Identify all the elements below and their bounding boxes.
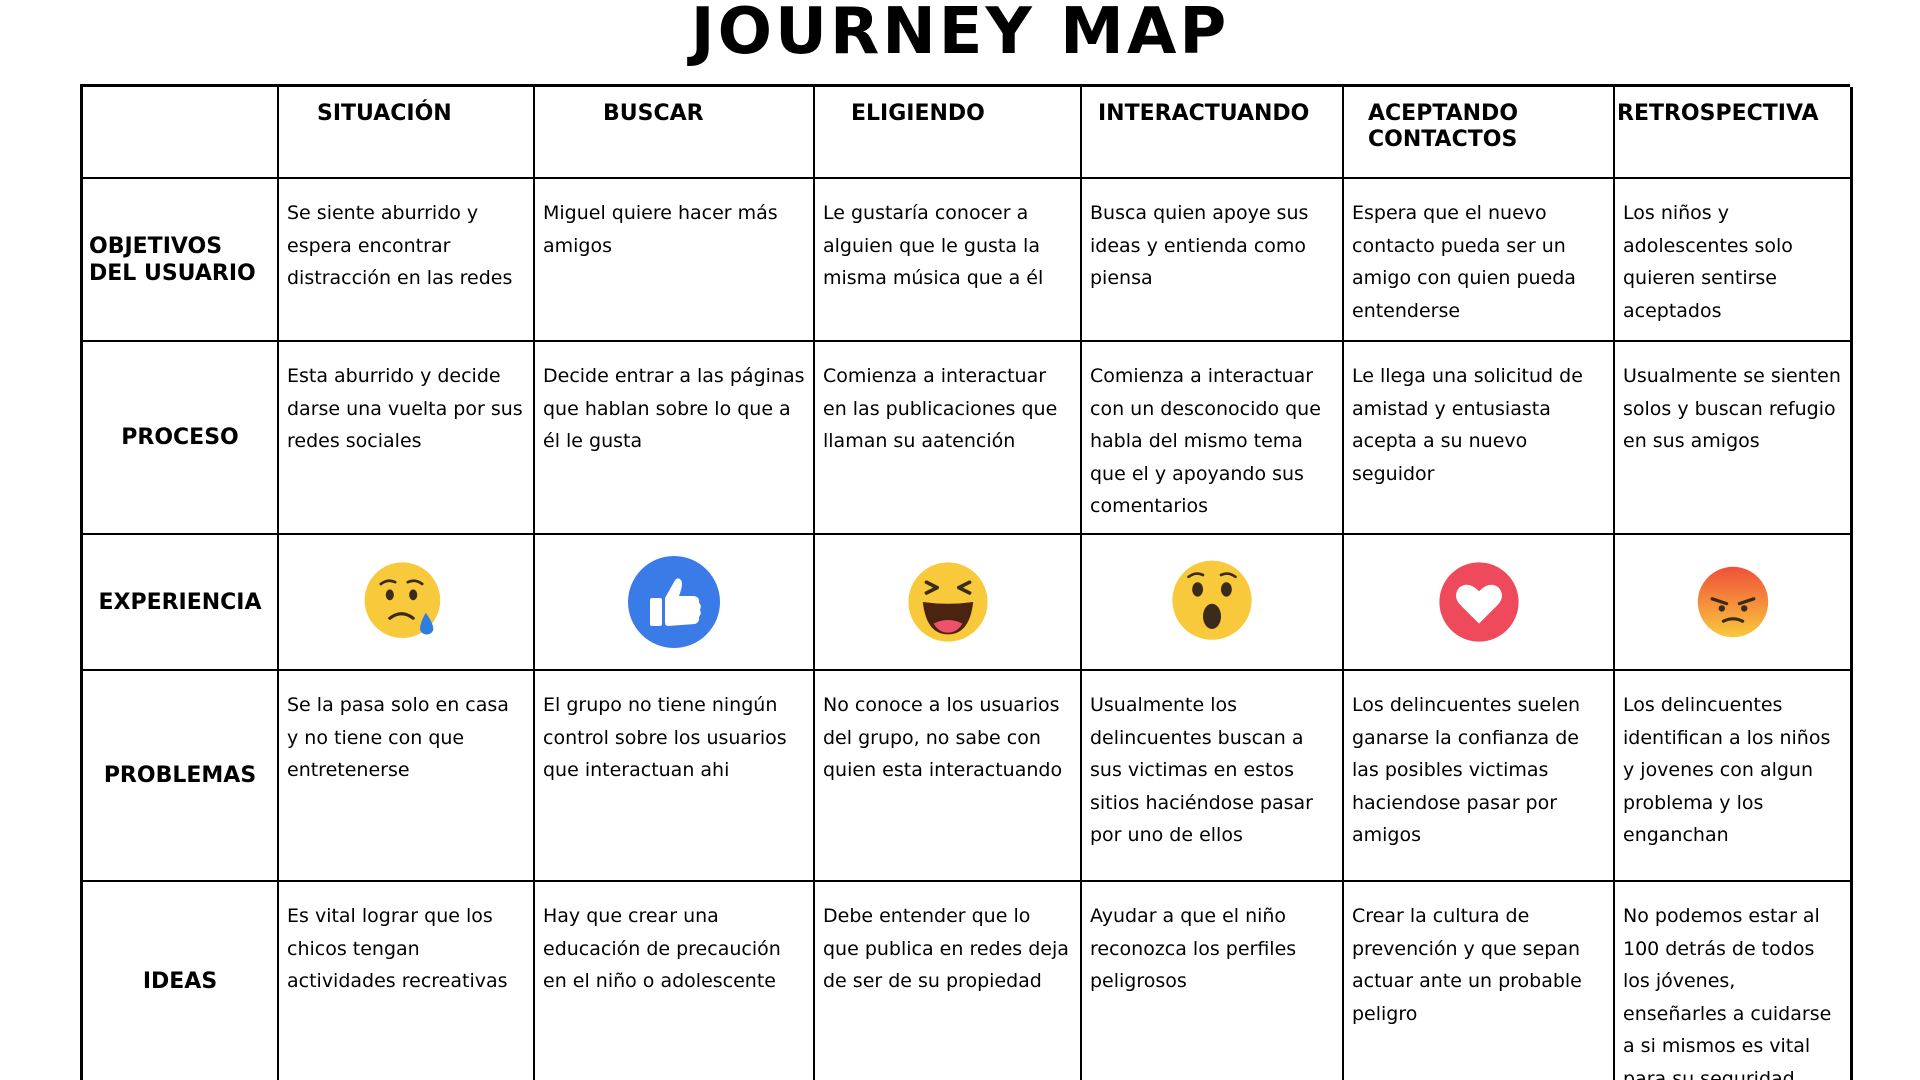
sad-crying-emoji-icon	[364, 562, 441, 638]
column-header-situacion: SITUACIÓN	[279, 87, 535, 179]
journey-map-table: SITUACIÓN BUSCAR ELIGIENDO INTERACTUANDO…	[80, 84, 1853, 1080]
table-cell: No podemos estar al 100 detrás de todos …	[1615, 882, 1853, 1080]
table-cell: Espera que el nuevo contacto pueda ser u…	[1344, 179, 1615, 342]
table-cell: Busca quien apoye sus ideas y entienda c…	[1082, 179, 1344, 342]
table-cell: Se siente aburrido y espera encontrar di…	[279, 179, 535, 342]
row-header-proceso: PROCESO	[83, 342, 279, 535]
table-cell: Hay que crear una educación de precaució…	[535, 882, 815, 1080]
table-cell: Debe entender que lo que publica en rede…	[815, 882, 1082, 1080]
row-header-problemas: PROBLEMAS	[83, 671, 279, 882]
emoji-cell	[279, 535, 535, 671]
column-header-interactuando: INTERACTUANDO	[1082, 87, 1344, 179]
column-header-buscar: BUSCAR	[535, 87, 815, 179]
surprised-emoji-icon	[1172, 560, 1252, 640]
emoji-cell	[1082, 535, 1344, 671]
column-header-eligiendo: ELIGIENDO	[815, 87, 1082, 179]
table-cell: Los delincuentes suelen ganarse la confi…	[1344, 671, 1615, 882]
table-cell: Comienza a interactuar con un desconocid…	[1082, 342, 1344, 535]
table-cell: Miguel quiere hacer más amigos	[535, 179, 815, 342]
row-header-ideas: IDEAS	[83, 882, 279, 1080]
row-label: PROCESO	[121, 425, 239, 450]
table-cell: Crear la cultura de prevención y que sep…	[1344, 882, 1615, 1080]
laughing-emoji-icon	[907, 562, 988, 642]
table-cell: El grupo no tiene ningún control sobre l…	[535, 671, 815, 882]
row-label: PROBLEMAS	[103, 763, 257, 788]
table-cell: Esta aburrido y decide darse una vuelta …	[279, 342, 535, 535]
row-label: OBJETIVOS DEL USUARIO	[89, 233, 256, 286]
row-label: EXPERIENCIA	[98, 589, 262, 615]
emoji-cell	[1344, 535, 1615, 671]
column-header-aceptando-contactos: ACEPTANDO CONTACTOS	[1344, 87, 1615, 179]
row-header-experiencia: EXPERIENCIA	[83, 535, 279, 671]
heart-love-icon	[1438, 562, 1519, 642]
table-cell: Le gustaría conocer a alguien que le gus…	[815, 179, 1082, 342]
table-cell: Es vital lograr que los chicos tengan ac…	[279, 882, 535, 1080]
emoji-cell	[1615, 535, 1853, 671]
emoji-cell	[535, 535, 815, 671]
table-cell: Le llega una solicitud de amistad y entu…	[1344, 342, 1615, 535]
row-label: IDEAS	[142, 969, 218, 994]
table-cell: Usualmente los delincuentes buscan a sus…	[1082, 671, 1344, 882]
emoji-cell	[815, 535, 1082, 671]
angry-emoji-icon	[1697, 566, 1768, 638]
table-cell: Comienza a interactuar en las publicacio…	[815, 342, 1082, 535]
corner-cell	[83, 87, 279, 179]
column-header-retrospectiva: RETROSPECTIVA	[1615, 87, 1853, 179]
table-cell: No conoce a los usuarios del grupo, no s…	[815, 671, 1082, 882]
table-cell: Los delincuentes identifican a los niños…	[1615, 671, 1853, 882]
table-cell: Se la pasa solo en casa y no tiene con q…	[279, 671, 535, 882]
table-cell: Usualmente se sienten solos y buscan ref…	[1615, 342, 1853, 535]
table-cell: Ayudar a que el niño reconozca los perfi…	[1082, 882, 1344, 1080]
table-cell: Los niños y adolescentes solo quieren se…	[1615, 179, 1853, 342]
row-header-objetivos: OBJETIVOS DEL USUARIO	[83, 179, 279, 342]
table-cell: Decide entrar a las páginas que hablan s…	[535, 342, 815, 535]
page-title: JOURNEY MAP	[690, 0, 1230, 69]
thumbs-up-like-icon	[628, 556, 720, 648]
